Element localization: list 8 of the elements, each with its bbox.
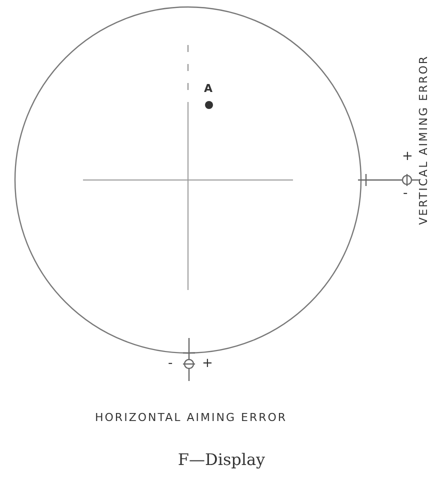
sign-label: - — [168, 357, 173, 370]
sign-label: + — [202, 357, 213, 370]
sign-label: - — [403, 187, 408, 200]
axis-label: HORIZONTAL AIMING ERROR — [95, 412, 288, 423]
sign-label: + — [402, 150, 413, 163]
point-label: A — [204, 83, 213, 94]
caption: F—Display — [176, 452, 266, 468]
axis-label: VERTICAL AIMING ERROR — [418, 55, 429, 225]
